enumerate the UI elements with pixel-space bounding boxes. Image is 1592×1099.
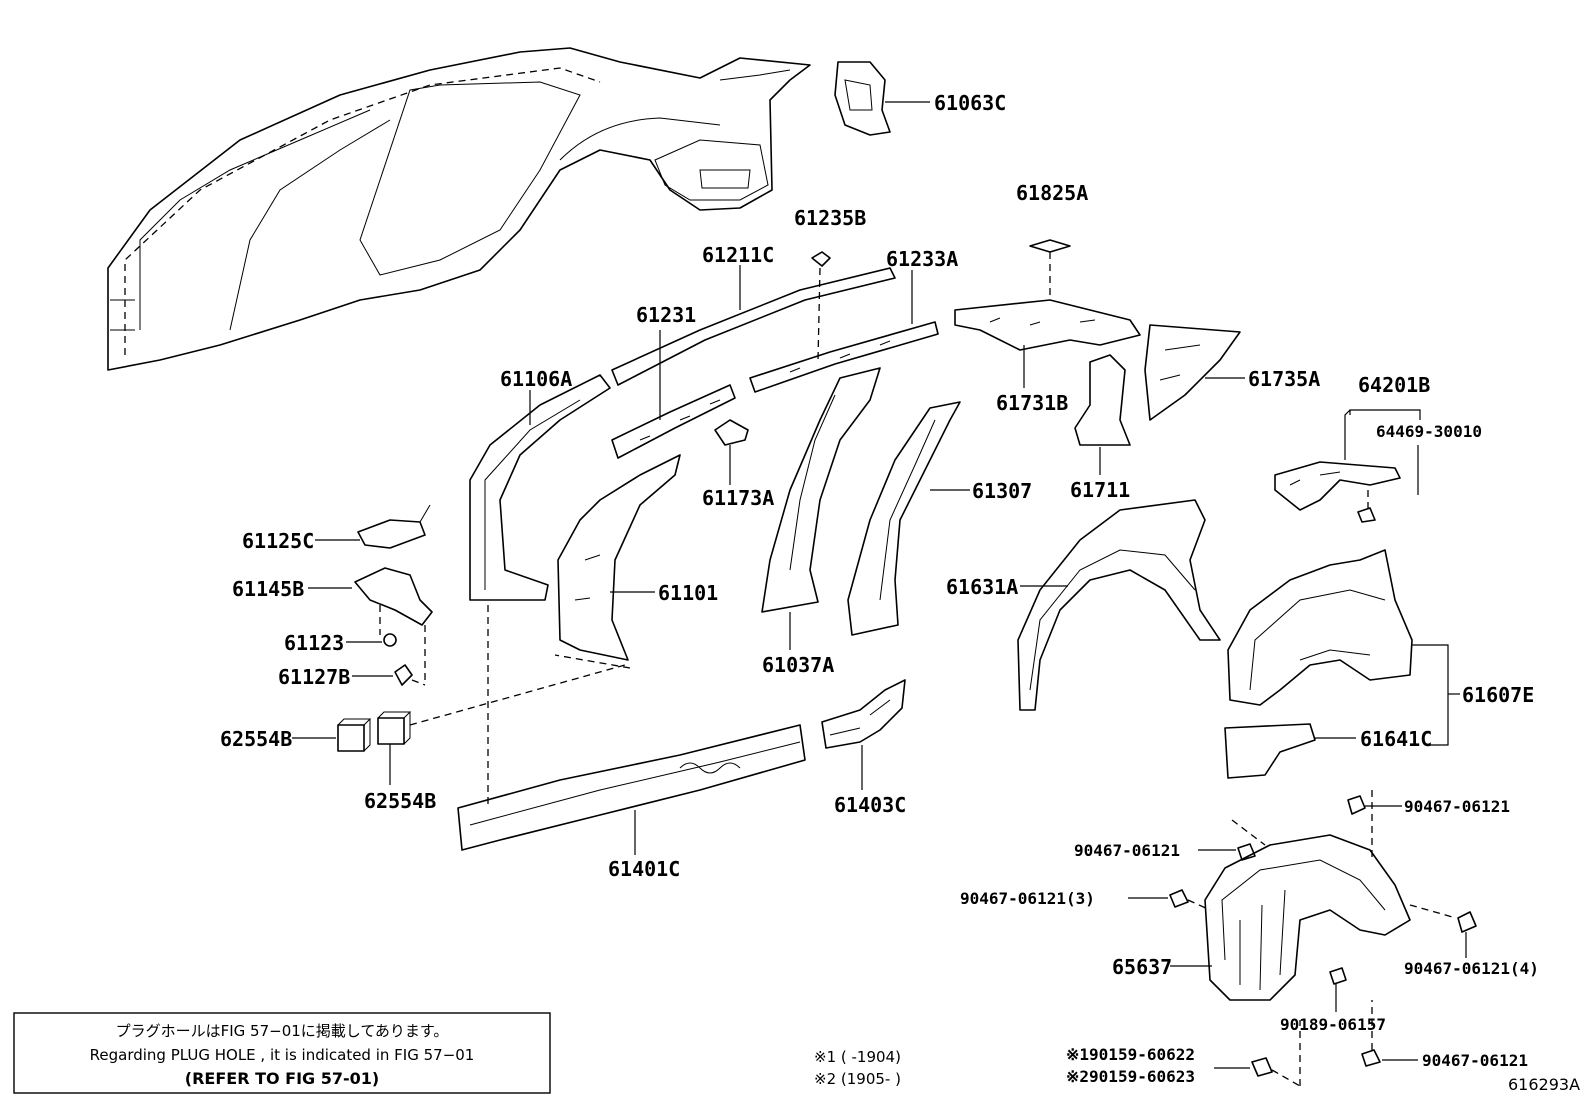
label-61123: 61123 [284,631,344,655]
label-65637: 65637 [1112,955,1172,979]
part-61231 [611,330,736,459]
part-62554b [292,664,626,785]
label-61106a: 61106A [500,367,572,391]
part-61641c [1224,723,1356,779]
label-61127b: 61127B [278,665,350,689]
label-64469-30010: 64469-30010 [1376,422,1482,441]
part-64201b [1274,409,1421,523]
part-61307 [847,401,970,636]
part-61127b [352,664,426,686]
label-61231: 61231 [636,303,696,327]
label-61735a: 61735A [1248,367,1320,391]
label-61173a: 61173A [702,486,774,510]
label-64201b: 64201B [1358,373,1430,397]
label-62554b-left: 62554B [220,727,292,751]
label-90467-06121-mid: 90467-06121 [1074,841,1180,860]
legend-note-1: ※1 ( -1904) [814,1048,901,1066]
label-61631a: 61631A [946,575,1018,599]
part-61825a [1029,239,1071,300]
part-61233a [749,270,939,393]
part-61631a [1017,499,1221,711]
figure-number: 616293A [1508,1075,1580,1094]
label-90159-60623: ※290159-60623 [1066,1067,1195,1086]
label-90189-06157: 90189-06157 [1280,1015,1386,1034]
label-90467-06121-top-right: 90467-06121 [1404,797,1510,816]
part-61125c [315,504,431,549]
part-61123 [346,633,397,647]
part-61063c [834,61,930,136]
fastener-90159-clip [1214,1020,1301,1087]
notice-japanese: プラグホールはFIG 57−01に掲載してあります。 [116,1022,449,1040]
label-61401c: 61401C [608,857,680,881]
notice-box [13,1012,551,1094]
label-90467-06121-x4: 90467-06121(4) [1404,959,1539,978]
part-61403c [821,679,906,790]
part-61711 [1074,354,1131,475]
fastener-90467-06121-top-right [1347,790,1402,860]
label-61233a: 61233A [886,247,958,271]
part-61173a [714,419,749,485]
label-61607e: 61607E [1462,683,1534,707]
label-61307: 61307 [972,479,1032,503]
body-side-outer-panel [107,47,811,371]
fastener-90467-06121-bottom [1361,1000,1418,1067]
part-61401c [457,605,806,855]
notice-reference: (REFER TO FIG 57-01) [185,1069,379,1088]
fastener-90467-06121-mid [1198,819,1266,861]
part-61037a [761,367,881,650]
part-65637 [1170,834,1411,1001]
part-61101 [554,454,681,669]
label-61711: 61711 [1070,478,1130,502]
label-62554b-bottom: 62554B [364,789,436,813]
label-61235b: 61235B [794,206,866,230]
label-61145b: 61145B [232,577,304,601]
label-61063c: 61063C [934,91,1006,115]
label-61641c: 61641C [1360,727,1432,751]
label-61731b: 61731B [996,391,1068,415]
notice-english: Regarding PLUG HOLE , it is indicated in… [90,1046,475,1064]
label-61125c: 61125C [242,529,314,553]
label-90159-60622: ※190159-60622 [1066,1045,1195,1064]
label-61101: 61101 [658,581,718,605]
legend-note-2: ※2 (1905- ) [814,1070,901,1088]
label-61403c: 61403C [834,793,906,817]
part-61106a [469,374,611,601]
label-61825a: 61825A [1016,181,1088,205]
part-61735a [1144,324,1245,421]
label-90467-06121-bottom: 90467-06121 [1422,1051,1528,1070]
part-61211c [611,265,896,386]
part-61235b [811,251,831,361]
part-61731b [954,299,1141,388]
fastener-90467-06121-x3 [1128,889,1211,911]
part-61145b [308,567,433,685]
label-61211c: 61211C [702,243,774,267]
label-61037a: 61037A [762,653,834,677]
label-90467-06121-x3: 90467-06121(3) [960,889,1095,908]
fastener-90467-06121-x4 [1409,904,1477,958]
part-61607e [1227,549,1460,746]
fastener-90189-06157 [1329,967,1347,1012]
